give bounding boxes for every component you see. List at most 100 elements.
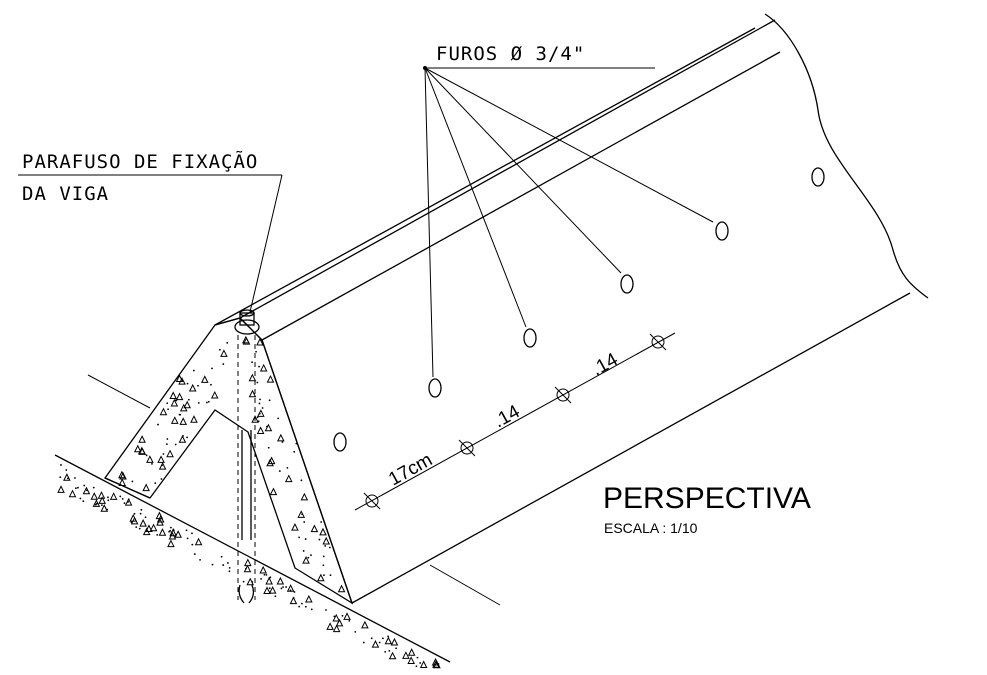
stipple-triangle bbox=[119, 471, 127, 480]
stipple-dot bbox=[185, 529, 188, 532]
stipple-dot bbox=[219, 348, 221, 351]
stipple-dot bbox=[167, 408, 169, 411]
stipple-dot bbox=[156, 533, 159, 536]
stipple-triangle bbox=[263, 586, 271, 595]
stipple-dot bbox=[267, 446, 270, 449]
stipple-triangle bbox=[268, 586, 277, 594]
stipple-triangle bbox=[98, 496, 106, 504]
stipple-dot bbox=[419, 662, 422, 664]
stipple-dot bbox=[348, 619, 351, 622]
stipple-dot bbox=[83, 484, 86, 487]
stipple-triangle bbox=[259, 363, 268, 372]
drawing-scale: ESCALA : 1/10 bbox=[604, 520, 698, 536]
stipple-dot bbox=[140, 508, 143, 511]
stipple-dot bbox=[186, 382, 189, 385]
hole bbox=[523, 328, 537, 348]
stipple-dot bbox=[268, 399, 271, 402]
stipple-dot bbox=[310, 554, 312, 557]
stipple-triangle bbox=[289, 596, 298, 605]
stipple-triangle bbox=[155, 511, 164, 520]
stipple-dot bbox=[107, 499, 110, 502]
stipple-triangle bbox=[169, 391, 177, 399]
stipple-triangle bbox=[100, 504, 109, 512]
stipple-dot bbox=[324, 545, 327, 547]
stipple-triangle bbox=[220, 349, 228, 357]
stipple-triangle bbox=[168, 531, 177, 540]
stipple-dot bbox=[333, 615, 336, 618]
stipple-dot bbox=[245, 567, 247, 570]
stipple-dot bbox=[187, 398, 190, 401]
stipple-triangle bbox=[388, 651, 397, 660]
hole bbox=[811, 167, 825, 187]
concrete-support bbox=[104, 317, 354, 605]
stipple-triangle bbox=[175, 374, 184, 383]
stipple-dot bbox=[274, 595, 277, 598]
stipple-dot bbox=[74, 477, 76, 479]
stipple-dot bbox=[362, 641, 365, 644]
stipple-dot bbox=[256, 416, 259, 419]
stipple-triangle bbox=[63, 473, 71, 481]
stipple-dot bbox=[300, 479, 303, 482]
stipple-dot bbox=[191, 543, 194, 546]
stipple-dot bbox=[286, 466, 289, 469]
stipple-dot bbox=[281, 441, 284, 443]
stipple-dot bbox=[65, 469, 68, 471]
stipple-triangle bbox=[265, 576, 273, 585]
hole bbox=[715, 221, 729, 241]
stipple-triangle bbox=[266, 458, 274, 467]
stipple-triangle bbox=[264, 423, 273, 432]
stipple-dot bbox=[77, 486, 79, 489]
stipple-triangle bbox=[129, 514, 138, 522]
stipple-dot bbox=[265, 574, 268, 576]
stipple-dot bbox=[135, 526, 138, 529]
stipple-triangle bbox=[200, 375, 209, 383]
stipple-dot bbox=[166, 438, 169, 440]
support-hatching bbox=[118, 335, 346, 593]
stipple-triangle bbox=[319, 527, 327, 536]
stipple-dot bbox=[304, 538, 307, 540]
stipple-dot bbox=[82, 500, 85, 503]
stipple-dot bbox=[322, 564, 325, 567]
stipple-dot bbox=[207, 400, 210, 403]
stipple-dot bbox=[59, 476, 62, 479]
stipple-dot bbox=[282, 586, 284, 588]
stipple-triangle bbox=[384, 636, 393, 645]
stipple-dot bbox=[140, 448, 143, 451]
stipple-triangle bbox=[407, 648, 416, 656]
stipple-dot bbox=[133, 512, 136, 515]
stipple-dot bbox=[220, 555, 223, 558]
stipple-dot bbox=[285, 586, 288, 588]
stipple-triangle bbox=[145, 524, 153, 532]
stipple-triangle bbox=[361, 620, 369, 629]
holes bbox=[333, 167, 825, 452]
stipple-triangle bbox=[305, 594, 313, 603]
stipple-dot bbox=[100, 504, 103, 507]
stipple-triangle bbox=[146, 455, 154, 463]
stipple-dot bbox=[395, 647, 398, 650]
stipple-dot bbox=[174, 399, 177, 402]
stipple-triangle bbox=[90, 492, 99, 500]
stipple-dot bbox=[107, 496, 109, 499]
stipple-dot bbox=[303, 521, 306, 523]
stipple-dot bbox=[382, 637, 384, 640]
stipple-triangle bbox=[256, 337, 264, 346]
stipple-triangle bbox=[190, 415, 198, 423]
stipple-dot bbox=[415, 665, 418, 668]
stipple-triangle bbox=[248, 373, 257, 382]
stipple-dot bbox=[186, 436, 188, 439]
stipple-dot bbox=[293, 450, 296, 453]
stipple-dot bbox=[242, 580, 245, 583]
stipple-triangle bbox=[242, 337, 251, 345]
stipple-triangle bbox=[343, 612, 351, 620]
stipple-dot bbox=[172, 529, 175, 532]
stipple-triangle bbox=[158, 462, 167, 470]
stipple-dot bbox=[289, 589, 292, 592]
stipple-dot bbox=[174, 443, 177, 446]
stipple-dot bbox=[94, 503, 97, 506]
dimension-first: 17cm bbox=[385, 449, 436, 490]
stipple-dot bbox=[298, 536, 301, 539]
stipple-triangle bbox=[188, 383, 197, 392]
stipple-triangle bbox=[248, 389, 257, 398]
stipple-dot bbox=[74, 487, 77, 490]
stipple-triangle bbox=[266, 374, 275, 383]
